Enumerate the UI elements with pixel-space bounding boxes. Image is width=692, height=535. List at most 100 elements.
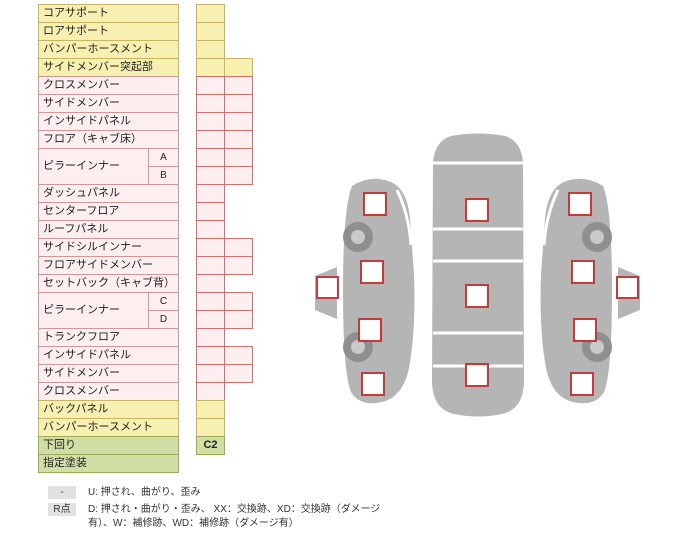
part-label: ダッシュパネル (38, 184, 179, 203)
status-cell-center[interactable] (196, 382, 225, 401)
frame-row: バンパーホースメント (38, 40, 260, 59)
status-cell-left[interactable] (196, 94, 225, 113)
part-label: 下回り (38, 436, 179, 455)
part-label: フロアサイドメンバー (38, 256, 179, 275)
status-cell-left[interactable] (196, 346, 225, 365)
status-cell-left[interactable] (196, 58, 225, 77)
damage-marker-right-center-front[interactable] (571, 260, 595, 284)
status-cell-center[interactable] (196, 40, 225, 59)
part-label: コアサポート (38, 4, 179, 23)
status-cell-center[interactable] (196, 400, 225, 419)
frame-row: ロアサポート (38, 22, 260, 41)
frame-row: サイドメンバー突起部 (38, 58, 260, 77)
status-cell-center[interactable] (196, 184, 225, 203)
frame-row: セットバック（キャブ背） (38, 274, 260, 293)
status-cell-left[interactable] (196, 364, 225, 383)
part-label: バンパーホースメント (38, 418, 179, 437)
part-label: サイドメンバー (38, 364, 179, 383)
status-cell-center[interactable] (196, 202, 225, 221)
status-cell-right[interactable] (224, 256, 253, 275)
status-cell-right[interactable] (224, 58, 253, 77)
damage-marker-right-corner[interactable] (616, 276, 639, 299)
frame-row: ダッシュパネル (38, 184, 260, 203)
part-label: セットバック（キャブ背） (38, 274, 179, 293)
pillar-sub-label: A (148, 148, 179, 167)
part-label: バンパーホースメント (38, 40, 179, 59)
frame-row: B (38, 166, 260, 185)
status-cell-right[interactable] (224, 238, 253, 257)
status-cell-right[interactable] (224, 76, 253, 95)
status-cell-center[interactable] (196, 274, 225, 293)
frame-row: インサイドパネル (38, 346, 260, 365)
status-cell-right[interactable] (224, 310, 253, 329)
frame-row: バンパーホースメント (38, 418, 260, 437)
status-cell-right[interactable] (224, 346, 253, 365)
status-cell-right[interactable] (224, 148, 253, 167)
part-label: 指定塗装 (38, 454, 179, 473)
status-cell-right[interactable] (224, 364, 253, 383)
status-cell-left[interactable] (196, 166, 225, 185)
pillar-sub-label: D (148, 310, 179, 329)
status-cell-left[interactable] (196, 238, 225, 257)
frame-row: サイドメンバー (38, 94, 260, 113)
damage-marker-right-front[interactable] (568, 192, 592, 216)
frame-row: フロアサイドメンバー (38, 256, 260, 275)
part-label: トランクフロア (38, 328, 179, 347)
frame-row: サイドメンバー (38, 364, 260, 383)
frame-row: クロスメンバー (38, 382, 260, 401)
damage-marker-left-rear[interactable] (361, 372, 385, 396)
legend-badge-rpoint: R点 (48, 503, 76, 516)
status-cell-center[interactable] (196, 418, 225, 437)
frame-row: センターフロア (38, 202, 260, 221)
legend-row-u: - U: 押され、曲がり、歪み (48, 486, 488, 500)
status-cell-left[interactable] (196, 112, 225, 131)
legend-text-rpoint: D: 押され・曲がり・歪み、 XX：交換跡、XD：交換跡（ダメージ有）、W：補修… (88, 504, 381, 529)
pillar-sub-label: B (148, 166, 179, 185)
part-label: サイドメンバー突起部 (38, 58, 179, 77)
frame-row: トランクフロア (38, 328, 260, 347)
status-cell-center[interactable]: C2 (196, 436, 225, 455)
frame-row: コアサポート (38, 4, 260, 23)
status-cell-left[interactable] (196, 310, 225, 329)
part-label: インサイドパネル (38, 346, 179, 365)
damage-marker-right-center-rear[interactable] (573, 318, 597, 342)
status-cell-right[interactable] (224, 112, 253, 131)
damage-marker-right-rear[interactable] (570, 372, 594, 396)
status-cell-left[interactable] (196, 292, 225, 311)
status-cell-left[interactable] (196, 76, 225, 95)
vehicle-damage-diagram (315, 133, 640, 417)
status-cell-left[interactable] (196, 148, 225, 167)
frame-row: クロスメンバー (38, 76, 260, 95)
status-cell-left[interactable] (196, 130, 225, 149)
damage-marker-left-center-rear[interactable] (358, 318, 382, 342)
status-cell-center[interactable] (196, 328, 225, 347)
status-cell-right[interactable] (224, 166, 253, 185)
frame-row: サイドシルインナー (38, 238, 260, 257)
part-label: バックパネル (38, 400, 179, 419)
part-label: クロスメンバー (38, 76, 179, 95)
damage-marker-left-center-front[interactable] (360, 260, 384, 284)
part-label: サイドメンバー (38, 94, 179, 113)
damage-marker-left-front[interactable] (363, 192, 387, 216)
status-cell-center[interactable] (196, 22, 225, 41)
legend-row-rpoint: R点 D: 押され・曲がり・歪み、 XX：交換跡、XD：交換跡（ダメージ有）、W… (48, 503, 488, 531)
status-cell-right[interactable] (224, 94, 253, 113)
damage-marker-underbody-rear[interactable] (465, 363, 489, 387)
pillar-sub-label: C (148, 292, 179, 311)
frame-row: 下回り C2 (38, 436, 260, 455)
status-cell-center[interactable] (196, 4, 225, 23)
legend-badge-dash: - (48, 486, 76, 499)
damage-marker-underbody-center[interactable] (465, 284, 489, 308)
status-cell-left[interactable] (196, 256, 225, 275)
status-cell-right[interactable] (224, 130, 253, 149)
part-label: ルーフパネル (38, 220, 179, 239)
damage-marker-underbody-front[interactable] (465, 198, 489, 222)
part-label: クロスメンバー (38, 382, 179, 401)
part-label: フロア（キャブ床） (38, 130, 179, 149)
status-cell-center[interactable] (196, 220, 225, 239)
status-cell-right[interactable] (224, 292, 253, 311)
damage-marker-left-corner[interactable] (316, 276, 339, 299)
